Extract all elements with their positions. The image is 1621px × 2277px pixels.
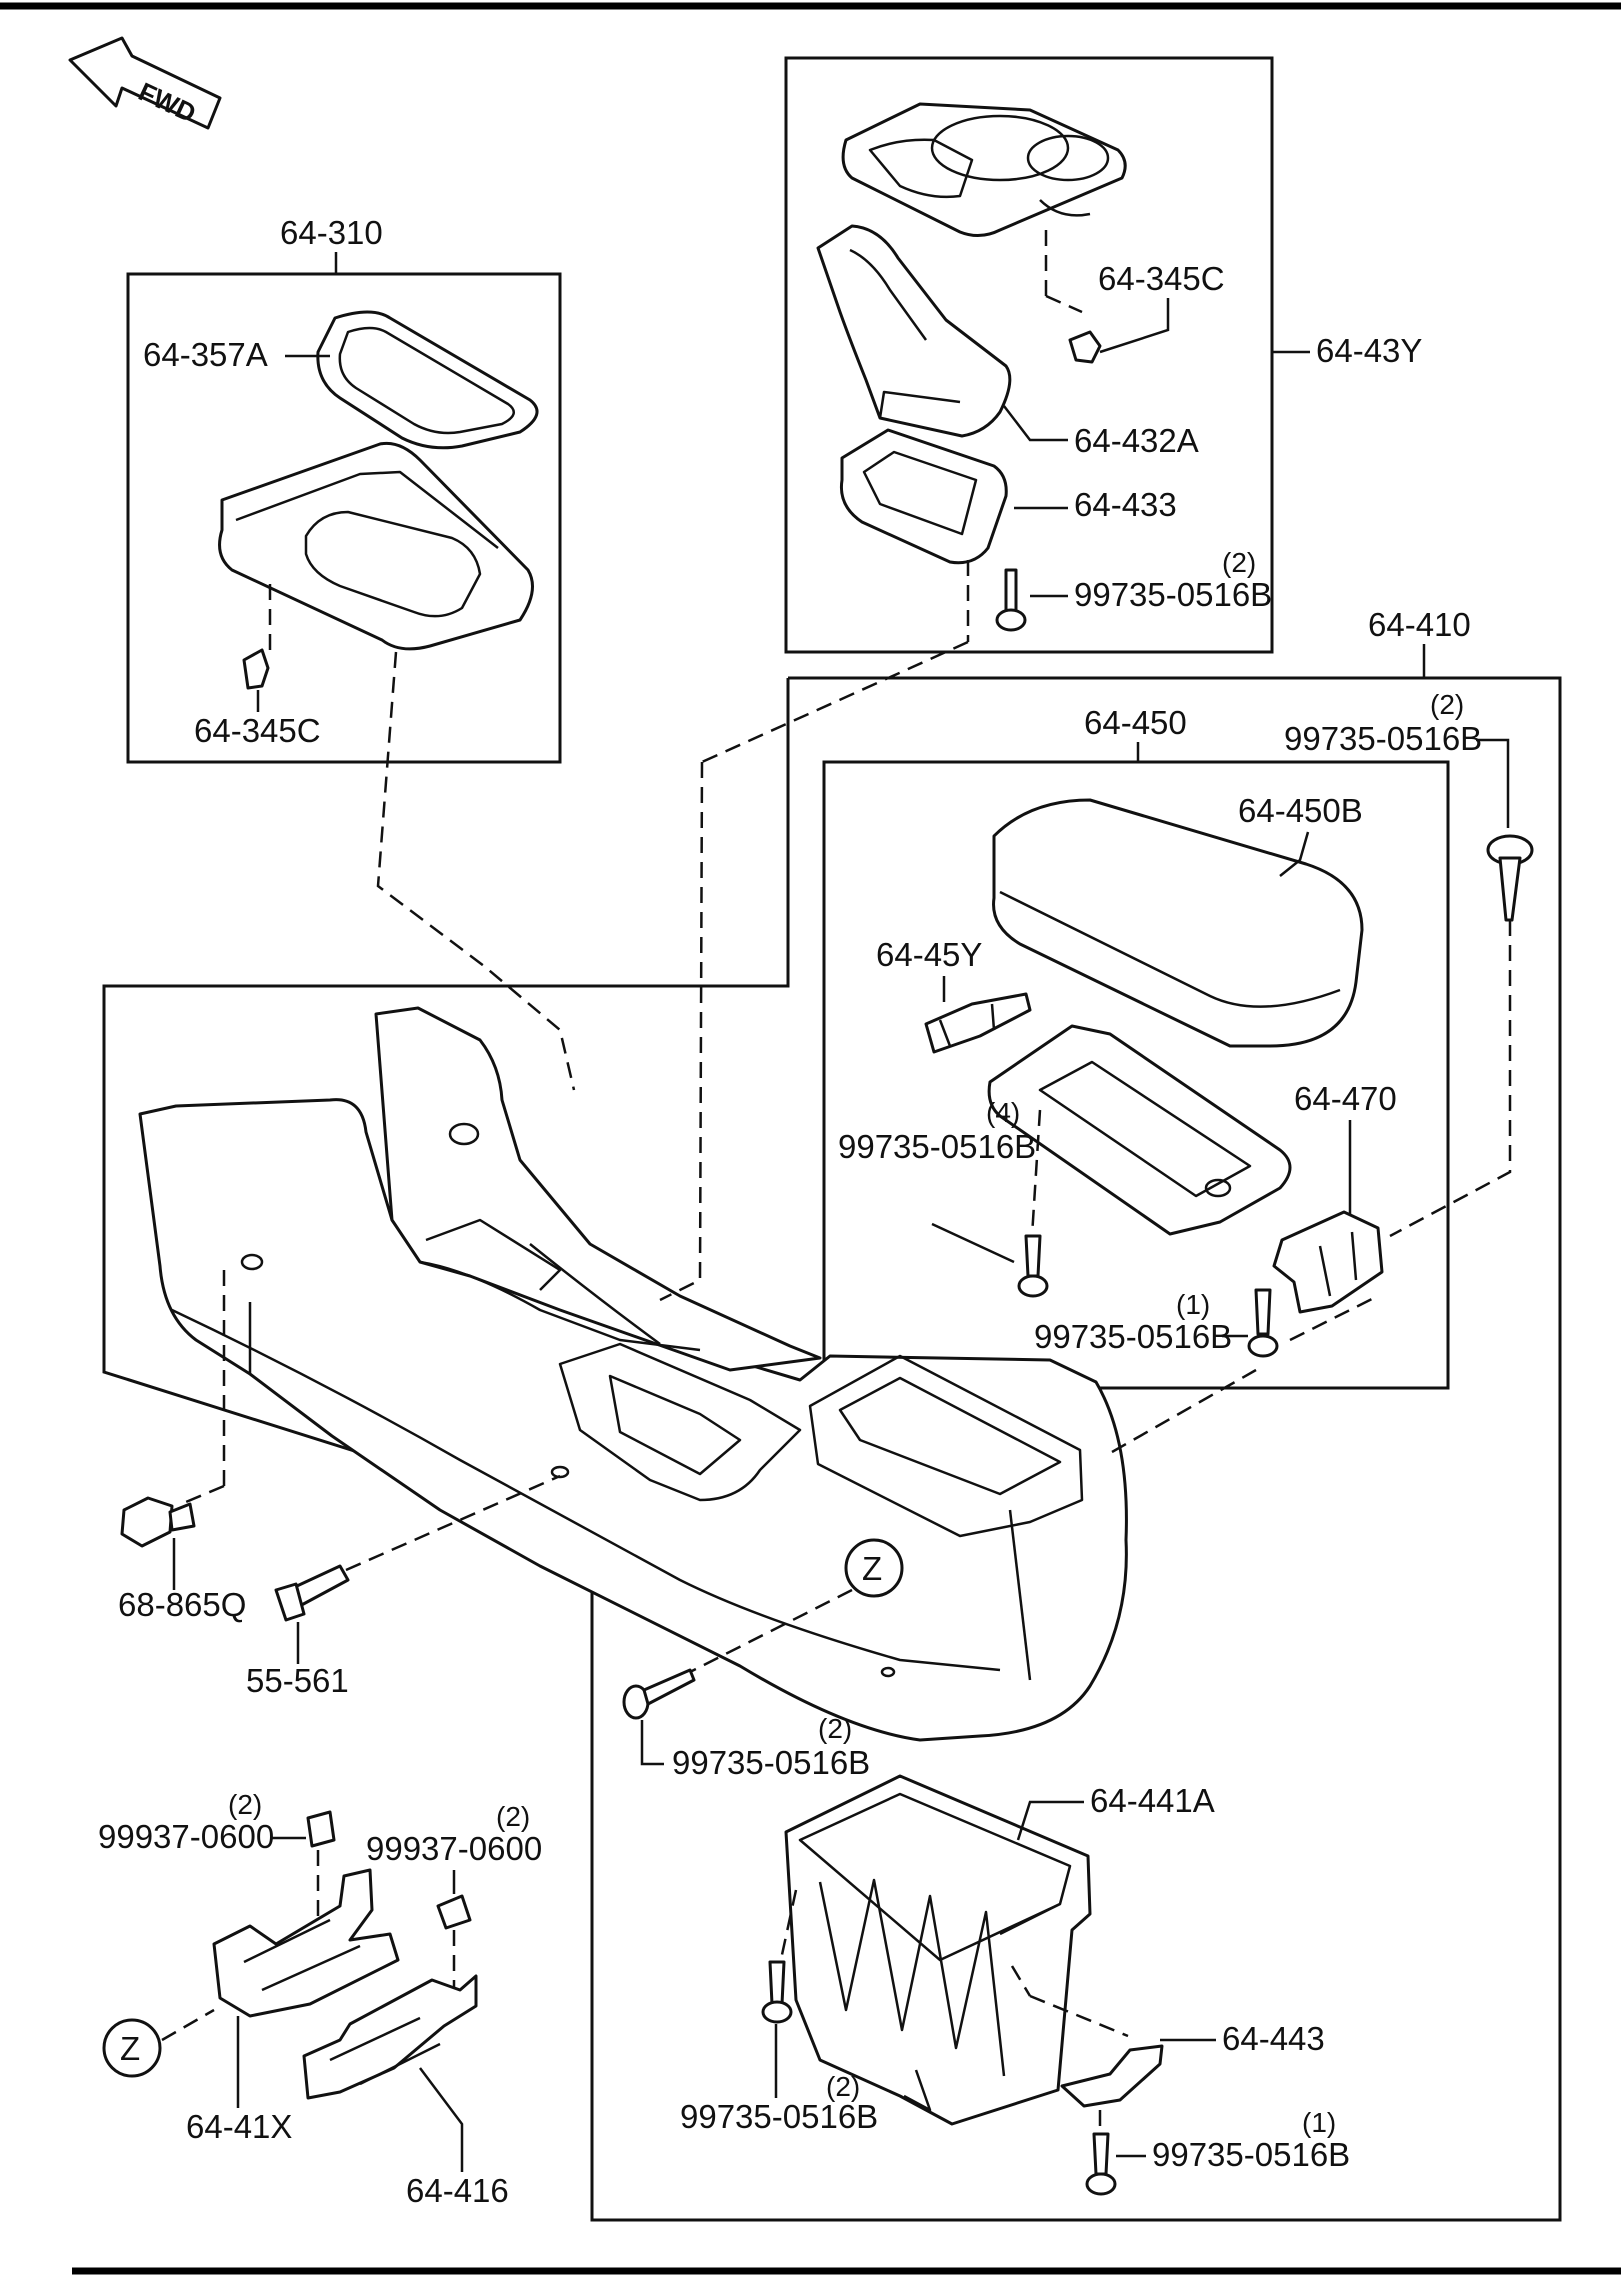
screw-icon	[995, 568, 1027, 632]
reference-marker-z: Z	[102, 2018, 162, 2078]
group-label-64-43y: 64-43Y	[1316, 332, 1422, 369]
svg-text:Z: Z	[120, 2030, 140, 2067]
armrest-lid	[992, 798, 1364, 1048]
label-64-357a: 64-357A	[143, 336, 268, 373]
label-64-432a: 64-432A	[1074, 422, 1199, 459]
storage-bin	[784, 1774, 1092, 2126]
label-64-470: 64-470	[1294, 1080, 1397, 1117]
group-frame-64-43y	[784, 56, 1274, 654]
armrest-inner-tray	[987, 1024, 1292, 1236]
label-64-45y: 64-45Y	[876, 936, 982, 973]
screw-icon	[622, 1668, 696, 1720]
label-64-345c-left: 64-345C	[194, 712, 321, 749]
shift-boot-ring	[316, 310, 539, 450]
reference-marker-z: Z	[844, 1538, 904, 1598]
fastener-qty-screw-arm1: (1)	[1176, 1289, 1210, 1320]
fastener-code-screw-cup: 99735-0516B	[1074, 576, 1272, 613]
fwd-arrow-icon: FWD	[68, 36, 222, 130]
fastener-code-screw-z: 99735-0516B	[672, 1744, 870, 1781]
label-64-450b: 64-450B	[1238, 792, 1363, 829]
bezel-frame	[839, 428, 1008, 565]
fastener-code-screw-bin: 99735-0516B	[680, 2098, 878, 2135]
group-frame-64-450	[822, 760, 1450, 1390]
latch-bracket	[1272, 1210, 1384, 1314]
svg-text:Z: Z	[862, 1550, 882, 1587]
screw-icon	[1017, 1234, 1049, 1298]
clip-screw-icon	[120, 1496, 196, 1548]
fastener-code-screw-arm4: 99735-0516B	[838, 1128, 1036, 1165]
fastener-code-nut-right: 99937-0600	[366, 1830, 542, 1867]
fastener-code-nut-left: 99937-0600	[98, 1818, 274, 1855]
fastener-code-screw-top: 99735-0516B	[1284, 720, 1482, 757]
fastener-qty-screw-arm4: (4)	[986, 1097, 1020, 1128]
label-64-441a: 64-441A	[1090, 1782, 1215, 1819]
console-body	[138, 1006, 1128, 1742]
screw-icon	[1247, 1288, 1279, 1358]
group-label-64-450: 64-450	[1084, 704, 1187, 741]
nut-icon	[306, 1810, 336, 1848]
fastener-qty-screw-443: (1)	[1302, 2107, 1336, 2138]
bracket-64-416	[302, 1974, 478, 2100]
nut-icon	[436, 1894, 472, 1930]
fastener-qty-nut-left: (2)	[228, 1789, 262, 1820]
cup-holder-tray	[841, 102, 1127, 237]
group-label-64-410: 64-410	[1368, 606, 1471, 643]
hinge	[924, 992, 1032, 1054]
fastener-code-screw-443: 99735-0516B	[1152, 2136, 1350, 2173]
group-label-64-310: 64-310	[280, 214, 383, 251]
label-64-345c-right: 64-345C	[1098, 260, 1225, 297]
bracket	[1060, 2044, 1164, 2108]
bolt-icon	[274, 1564, 350, 1622]
label-68-865q: 68-865Q	[118, 1586, 246, 1623]
fastener-code-screw-arm1: 99735-0516B	[1034, 1318, 1232, 1355]
shift-panel	[218, 441, 534, 651]
label-64-41x: 64-41X	[186, 2108, 292, 2145]
clip-icon	[242, 648, 270, 690]
screw-icon	[1486, 834, 1534, 922]
fastener-qty-screw-bin: (2)	[826, 2071, 860, 2102]
bracket-64-41x	[212, 1868, 400, 2018]
screw-icon	[1085, 2132, 1117, 2196]
fastener-qty-screw-cup: (2)	[1222, 547, 1256, 578]
label-55-561: 55-561	[246, 1662, 349, 1699]
screw-icon	[761, 1960, 793, 2024]
fastener-qty-nut-right: (2)	[496, 1801, 530, 1832]
label-64-416: 64-416	[406, 2172, 509, 2209]
group-frame-64-310	[126, 272, 562, 764]
label-64-443: 64-443	[1222, 2020, 1325, 2057]
fastener-qty-screw-z: (2)	[818, 1713, 852, 1744]
label-64-433: 64-433	[1074, 486, 1177, 523]
lever-cover	[816, 224, 1012, 438]
clip-icon	[1068, 330, 1102, 364]
fastener-qty-screw-top: (2)	[1430, 689, 1464, 720]
